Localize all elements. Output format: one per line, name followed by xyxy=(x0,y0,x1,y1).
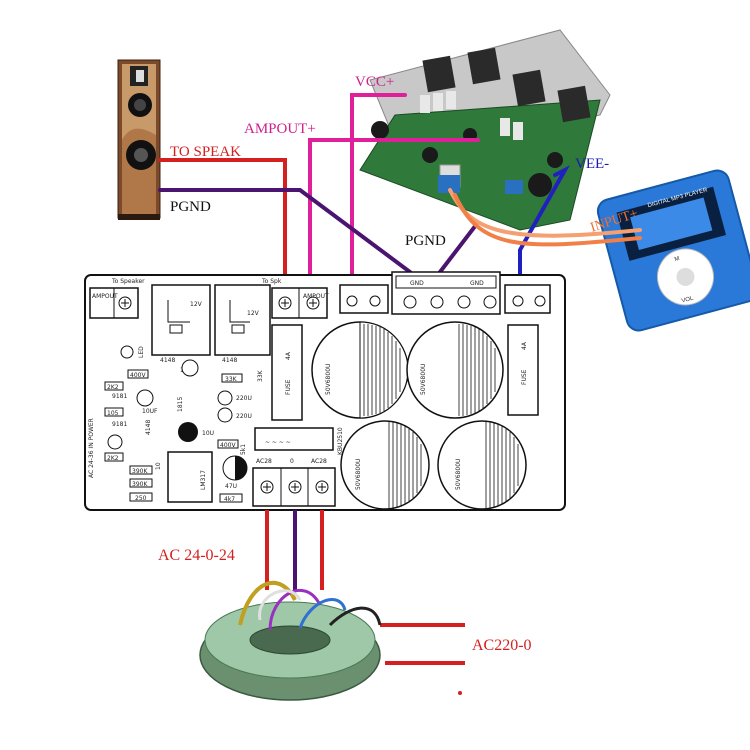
r-9181-b: 9181 xyxy=(112,421,127,428)
d-4148-b: 4148 xyxy=(222,357,237,364)
wire-labels: VCC+ AMPOUT+ TO SPEAK PGND PGND VEE- INP… xyxy=(158,74,640,695)
cap-2-label: 50V6800U xyxy=(420,364,427,395)
cap-4-label: 50V6800U xyxy=(455,459,462,490)
t-1815-b: 1815 xyxy=(177,397,184,412)
power-board: To Speaker To Spk AMPOUT AMPOUT GND GND xyxy=(84,271,566,511)
fuse-left-label: FUSE xyxy=(285,379,292,395)
speaker-cabinet xyxy=(117,59,161,220)
toroidal-transformer xyxy=(199,580,382,701)
mp3-m-label: M xyxy=(674,256,680,263)
gnd-label-1: GND xyxy=(410,280,424,287)
r-5k1-label: 5k1 xyxy=(240,444,247,455)
vcc-label: VCC+ xyxy=(355,74,394,90)
big-capacitor-1: 50V6800U xyxy=(311,321,409,419)
power-in-label: AC 24-36 IN POWER xyxy=(88,418,95,478)
fuse-right-rating: 4A xyxy=(521,341,528,350)
fuse-right-label: FUSE xyxy=(521,369,528,385)
c-47u-label: 47U xyxy=(225,483,237,490)
ac-220-label: AC220-0 xyxy=(472,637,532,654)
c-10u-label: 10U xyxy=(202,430,214,437)
ac-label-1: AC28 xyxy=(256,458,272,465)
cap-3-label: 50V6800U xyxy=(355,459,362,490)
cap-1-label: 50V6800U xyxy=(325,364,332,395)
c-10uf-label: 10UF xyxy=(142,408,158,415)
r-10-label: 10 xyxy=(155,462,162,470)
input-wire-2 xyxy=(453,193,642,247)
r-2k2-a: 2K2 xyxy=(107,384,119,391)
svg-text:~ ~ ~ ~: ~ ~ ~ ~ xyxy=(265,439,291,446)
ampout-terminal-label-right: AMPOUT xyxy=(303,293,329,300)
big-capacitor-4: 50V6800U xyxy=(437,420,527,510)
relay-2-voltage: 12V xyxy=(247,310,260,317)
led-label: LED xyxy=(138,346,145,358)
r-9181-a: 9181 xyxy=(112,393,127,400)
wires-transformer xyxy=(265,510,465,665)
ac-label-2: 0 xyxy=(290,458,294,465)
mp3-player: DIGITAL MP3 PLAYER M VOL xyxy=(596,169,750,332)
c-220u-b: 220U xyxy=(236,413,252,420)
relay-1-voltage: 12V xyxy=(190,301,203,308)
to-speak-wire xyxy=(158,158,287,300)
r-33k-b-label: 33K xyxy=(257,369,264,382)
r-400v-a: 400V xyxy=(130,372,146,379)
fuse-left-rating: 4A xyxy=(285,351,292,360)
r-390k-a: 390K xyxy=(132,468,148,475)
pgnd-left-label: PGND xyxy=(170,199,211,215)
big-capacitor-3: 50V6800U xyxy=(340,420,430,510)
to-spk-small-label: To Spk xyxy=(261,278,282,285)
ampout-wire xyxy=(308,138,480,300)
r-105-label: 105 xyxy=(107,410,119,417)
gnd-label-2: GND xyxy=(470,280,484,287)
r-400v-b: 400V xyxy=(220,442,236,449)
r-2k2-b: 2K2 xyxy=(107,455,119,462)
r-33k-label: 33K xyxy=(225,376,238,383)
ac-24-label: AC 24-0-24 xyxy=(158,547,235,564)
to-speaker-small-label: To Speaker xyxy=(111,278,145,285)
amplifier-module xyxy=(359,29,611,231)
d-4148-a: 4148 xyxy=(160,357,175,364)
to-speak-label: TO SPEAK xyxy=(170,144,241,160)
big-capacitor-2: 50V6800U xyxy=(406,321,504,419)
pgnd-mid-label: PGND xyxy=(405,233,446,249)
bridge-label: KBU2510 xyxy=(337,427,344,455)
c-220u-a: 220U xyxy=(236,395,252,402)
r-4k7-label: 4k7 xyxy=(224,496,235,503)
lm317-label: LM317 xyxy=(200,470,207,490)
mp3-vol-label: VOL xyxy=(681,296,695,305)
ac-label-3: AC28 xyxy=(311,458,327,465)
pgnd-module-wire xyxy=(438,223,478,274)
r-250-label: 250 xyxy=(135,495,147,502)
r-390k-b: 390K xyxy=(132,481,148,488)
ampout-terminal-label-left: AMPOUT xyxy=(92,293,118,300)
d-4148-c: 4148 xyxy=(145,420,152,435)
vee-label: VEE- xyxy=(575,156,609,172)
ampout-label: AMPOUT+ xyxy=(244,121,316,137)
